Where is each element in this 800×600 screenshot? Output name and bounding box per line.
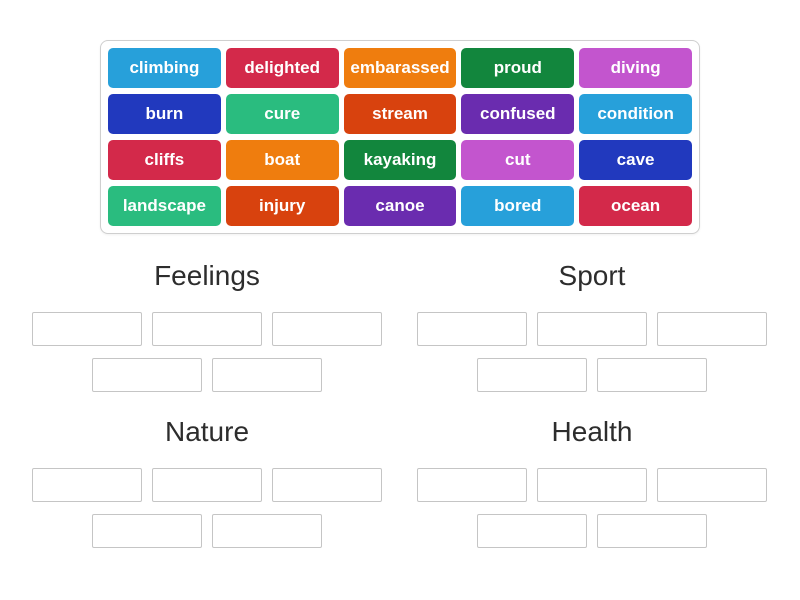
- category-slots-health: [402, 468, 782, 548]
- word-tile-ocean[interactable]: ocean: [579, 186, 692, 226]
- word-tile-diving[interactable]: diving: [579, 48, 692, 88]
- slot-row: [17, 312, 397, 346]
- word-tile-condition[interactable]: condition: [579, 94, 692, 134]
- category-slots-nature: [17, 468, 397, 548]
- drop-slot-health[interactable]: [597, 514, 707, 548]
- drop-slot-nature[interactable]: [152, 468, 262, 502]
- drop-slot-sport[interactable]: [417, 312, 527, 346]
- word-tile-injury[interactable]: injury: [225, 186, 339, 226]
- drop-slot-health[interactable]: [657, 468, 767, 502]
- word-tile-bored[interactable]: bored: [461, 186, 575, 226]
- word-tile-burn[interactable]: burn: [108, 94, 221, 134]
- slot-row: [402, 358, 782, 392]
- drop-slot-feelings[interactable]: [32, 312, 142, 346]
- drop-slot-sport[interactable]: [657, 312, 767, 346]
- drop-slot-feelings[interactable]: [212, 358, 322, 392]
- word-tile-kayaking[interactable]: kayaking: [343, 140, 457, 180]
- word-tile-canoe[interactable]: canoe: [343, 186, 457, 226]
- drop-slot-sport[interactable]: [537, 312, 647, 346]
- word-tile-confused[interactable]: confused: [461, 94, 575, 134]
- drop-slot-feelings[interactable]: [152, 312, 262, 346]
- slot-row: [402, 312, 782, 346]
- category-slots-feelings: [17, 312, 397, 392]
- word-tile-cure[interactable]: cure: [225, 94, 339, 134]
- drop-slot-feelings[interactable]: [92, 358, 202, 392]
- word-tile-delighted[interactable]: delighted: [225, 48, 339, 88]
- drop-slot-nature[interactable]: [272, 468, 382, 502]
- category-title-sport: Sport: [558, 260, 626, 291]
- category-nature: Nature: [17, 412, 397, 548]
- word-tile-boat[interactable]: boat: [225, 140, 339, 180]
- drop-slot-health[interactable]: [477, 514, 587, 548]
- slot-row: [402, 468, 782, 502]
- drop-slot-sport[interactable]: [597, 358, 707, 392]
- word-tile-cave[interactable]: cave: [579, 140, 692, 180]
- word-tile-embarassed[interactable]: embarassed: [343, 48, 457, 88]
- category-title-nature: Nature: [164, 416, 250, 447]
- word-tile-proud[interactable]: proud: [461, 48, 575, 88]
- category-title-health: Health: [551, 416, 633, 447]
- drop-slot-health[interactable]: [537, 468, 647, 502]
- word-tile-cliffs[interactable]: cliffs: [108, 140, 221, 180]
- category-sport: Sport: [402, 256, 782, 392]
- drop-slot-nature[interactable]: [32, 468, 142, 502]
- drop-slot-nature[interactable]: [92, 514, 202, 548]
- category-health: Health: [402, 412, 782, 548]
- slot-row: [402, 514, 782, 548]
- slot-row: [17, 358, 397, 392]
- word-tile-climbing[interactable]: climbing: [108, 48, 221, 88]
- drop-slot-nature[interactable]: [212, 514, 322, 548]
- drop-slot-health[interactable]: [417, 468, 527, 502]
- word-tile-stream[interactable]: stream: [343, 94, 457, 134]
- word-tile-cut[interactable]: cut: [461, 140, 575, 180]
- slot-row: [17, 468, 397, 502]
- category-feelings: Feelings: [17, 256, 397, 392]
- drop-slot-sport[interactable]: [477, 358, 587, 392]
- drop-slot-feelings[interactable]: [272, 312, 382, 346]
- category-slots-sport: [402, 312, 782, 392]
- category-title-feelings: Feelings: [154, 260, 260, 291]
- slot-row: [17, 514, 397, 548]
- word-tile-landscape[interactable]: landscape: [108, 186, 221, 226]
